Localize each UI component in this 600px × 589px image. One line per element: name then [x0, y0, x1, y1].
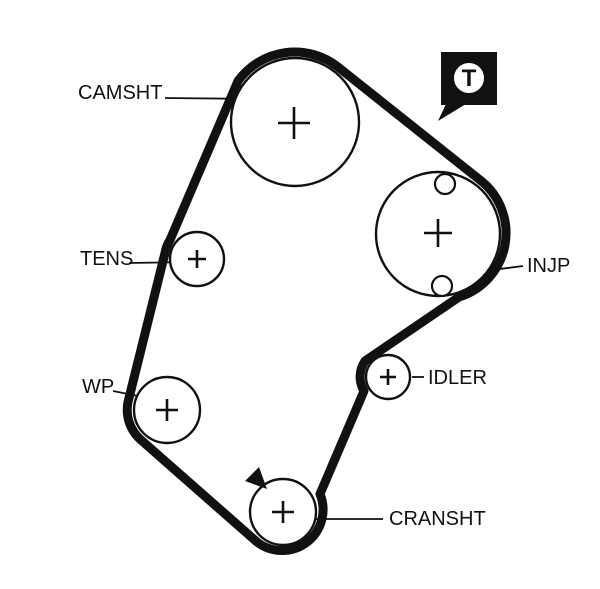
timing-belt [122, 47, 511, 556]
injection-pump-hole-bottom [430, 274, 454, 298]
water-pump-label: WP [82, 376, 114, 398]
camshaft-label: CAMSHT [78, 82, 162, 104]
rotation-arrow-icon [245, 467, 267, 489]
timing-mark-badge-tail [438, 104, 466, 121]
crankshaft-plus-mark [272, 501, 294, 523]
injection-pump-plus-mark [424, 219, 452, 247]
camshaft-plus-mark [278, 107, 310, 139]
timing-mark-badge-circle [452, 61, 486, 95]
timing-mark-badge: T [438, 52, 497, 121]
tensioner-plus-mark [188, 250, 206, 268]
idler-label: IDLER [428, 367, 487, 389]
tensioner-label: TENS [80, 248, 133, 270]
injection-pump-label: INJP [527, 255, 570, 277]
idler-plus-mark [380, 369, 396, 385]
water-pump-plus-mark [156, 399, 178, 421]
crankshaft-label: CRANSHT [389, 508, 486, 530]
timing-mark-letter: T [462, 65, 477, 92]
injection-pump-hole-top [433, 172, 457, 196]
